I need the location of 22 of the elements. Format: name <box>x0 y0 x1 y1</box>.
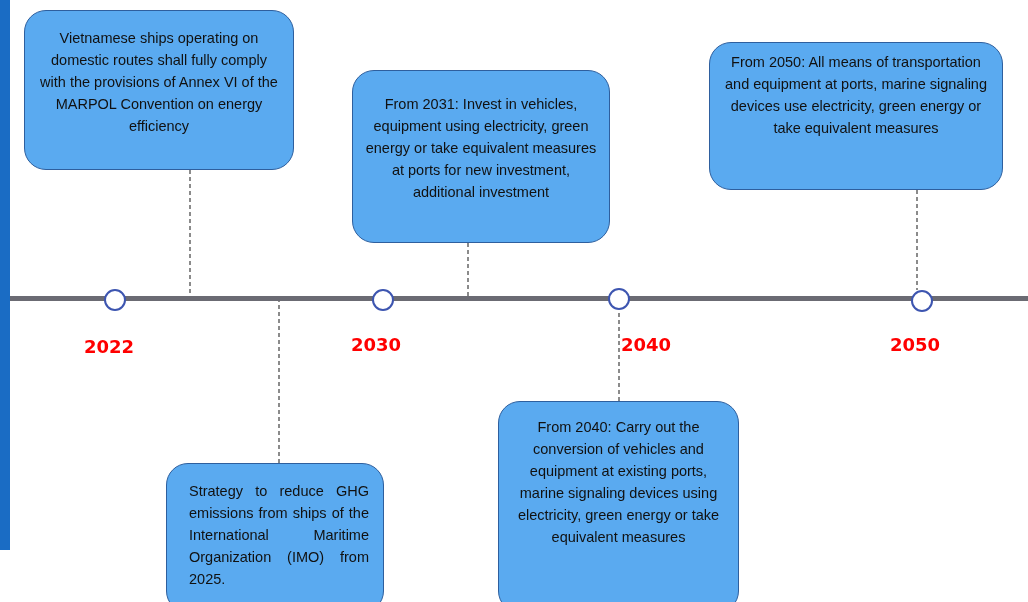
timeline-bar <box>10 296 1028 301</box>
connector-line <box>278 300 280 464</box>
milestone-text: From 2040: Carry out the conversion of vehicles and equipment at existing ports, marine signaling devices using electricity, green energy or take equivalent measures <box>516 418 721 547</box>
milestone-text: Strategy to reduce GHG emissions from ships of the International Maritime Organization (IMO) from 2025. <box>189 482 369 589</box>
milestone-box <box>709 42 1003 190</box>
milestone-box <box>166 463 384 602</box>
milestone-box <box>352 70 610 243</box>
year-label: 2050 <box>890 334 941 355</box>
milestone-text: Vietnamese ships operating on domestic routes shall fully comply with the provisions of Annex VI of the MARPOL Convention on energy efficiency <box>39 29 279 136</box>
year-label: 2040 <box>621 334 672 355</box>
timeline-marker <box>608 288 630 310</box>
milestone-text: From 2050: All means of transportation and equipment at ports, marine signaling devices use electricity, green energy or take equivalent measures <box>724 53 988 138</box>
year-label: 2030 <box>351 334 402 355</box>
timeline-marker <box>104 289 126 311</box>
milestone-box <box>24 10 294 170</box>
timeline-marker <box>372 289 394 311</box>
milestone-box <box>498 401 739 602</box>
year-label: 2022 <box>84 336 135 357</box>
connector-line <box>467 242 469 297</box>
milestone-text: From 2031: Invest in vehicles, equipment using electricity, green energy or take equivalent measures at ports for new investment, additional investment <box>364 95 598 202</box>
connector-line <box>916 189 918 291</box>
timeline-marker <box>911 290 933 312</box>
